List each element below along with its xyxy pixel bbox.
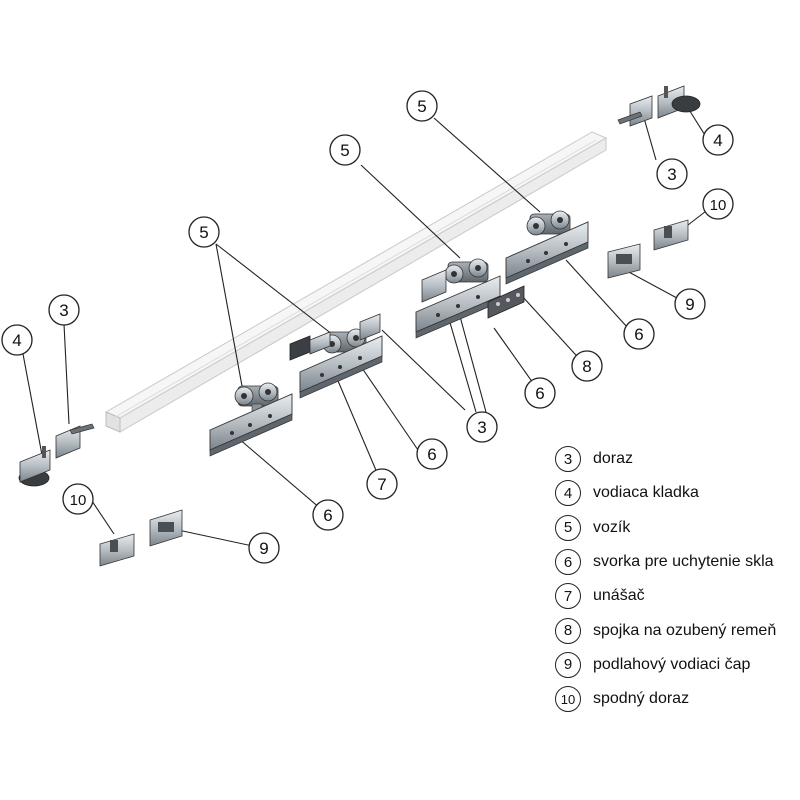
callout-3-right: 3	[656, 158, 688, 190]
legend-item-3: 3 doraz	[555, 442, 776, 476]
svg-text:5: 5	[417, 97, 426, 116]
guide-roller-right	[657, 85, 701, 119]
svg-text:10: 10	[710, 197, 727, 214]
callout-4-right: 4	[702, 124, 734, 156]
svg-text:3: 3	[59, 301, 68, 320]
svg-text:6: 6	[323, 506, 332, 525]
carriage-right-lower	[444, 258, 489, 284]
legend-number: 3	[555, 446, 581, 473]
callout-10-right: 10	[702, 188, 734, 220]
svg-text:7: 7	[377, 475, 386, 494]
legend-number: 10	[555, 686, 581, 713]
callout-9-right: 9	[674, 288, 706, 320]
stop-part-right	[421, 269, 447, 303]
callout-5-right: 5	[406, 90, 438, 122]
legend-item-6: 6 svorka pre uchytenie skla	[555, 545, 776, 579]
legend-item-8: 8 spojka na ozubený remeň	[555, 613, 776, 647]
legend-number: 5	[555, 514, 581, 541]
callout-3-middle: 3	[466, 411, 498, 443]
callout-10-left: 10	[62, 483, 94, 515]
callout-6-middle: 6	[416, 438, 448, 470]
svg-text:6: 6	[535, 384, 544, 403]
legend-number: 9	[555, 651, 581, 678]
svg-text:10: 10	[70, 492, 87, 509]
belt-coupling	[487, 285, 525, 319]
guide-roller-left	[18, 446, 51, 487]
callout-6-right-lower: 6	[524, 377, 556, 409]
legend-number: 4	[555, 480, 581, 507]
legend-label: unášač	[593, 587, 645, 605]
svg-text:6: 6	[427, 445, 436, 464]
svg-text:3: 3	[667, 165, 676, 184]
legend-number: 8	[555, 617, 581, 644]
callout-9-left: 9	[248, 532, 280, 564]
callout-6-left: 6	[312, 499, 344, 531]
leader-lines	[22, 107, 711, 549]
legend-number: 7	[555, 583, 581, 610]
legend-item-5: 5 vozík	[555, 511, 776, 545]
legend-item-7: 7 unášač	[555, 579, 776, 613]
legend-item-10: 10 spodný doraz	[555, 682, 776, 716]
floor-guide-left	[149, 509, 183, 547]
legend-label: spodný doraz	[593, 690, 690, 708]
carriage-right-upper	[526, 210, 571, 236]
callout-7: 7	[366, 468, 398, 500]
callout-5-left: 5	[188, 216, 220, 248]
glass-clamp-middle	[299, 335, 383, 399]
legend-label: vozík	[593, 518, 631, 536]
glass-clamp-left	[209, 393, 293, 457]
svg-text:4: 4	[713, 131, 722, 150]
legend-label: doraz	[593, 450, 634, 468]
legend-label: vodiaca kladka	[593, 484, 699, 502]
callout-5-middle: 5	[329, 134, 361, 166]
legend-item-4: 4 vodiaca kladka	[555, 476, 776, 510]
aluminium-rail	[104, 131, 608, 433]
svg-text:3: 3	[477, 418, 486, 437]
callout-8: 8	[571, 350, 603, 382]
svg-text:9: 9	[259, 539, 268, 558]
bottom-stop-left	[99, 533, 135, 567]
callouts: 3 4 5 5 5 4 3 10 9 6 8 6 3 6 7 6 10 9	[1, 90, 734, 564]
legend-number: 6	[555, 549, 581, 576]
callout-6-right: 6	[623, 318, 655, 350]
end-stop-left	[55, 423, 95, 459]
legend-label: svorka pre uchytenie skla	[593, 553, 774, 571]
bottom-stop-right	[653, 219, 689, 251]
glass-clamp-right-lower	[415, 275, 501, 339]
callout-3-left: 3	[48, 294, 80, 326]
legend: 3 doraz 4 vodiaca kladka 5 vozík 6 svorka pr…	[555, 442, 776, 716]
legend-label: podlahový vodiaci čap	[593, 655, 751, 673]
floor-guide-right	[607, 243, 641, 279]
legend-label: spojka na ozubený remeň	[593, 621, 777, 639]
driver-part	[289, 331, 331, 361]
svg-text:9: 9	[685, 295, 694, 314]
stop-part-middle	[359, 313, 381, 341]
legend-item-9: 9 podlahový vodiaci čap	[555, 648, 776, 682]
glass-clamp-right-upper	[505, 221, 589, 285]
svg-text:4: 4	[12, 331, 21, 350]
svg-text:5: 5	[199, 223, 208, 242]
svg-text:8: 8	[582, 357, 591, 376]
callout-4-left: 4	[1, 324, 33, 356]
svg-text:6: 6	[634, 325, 643, 344]
end-stop-right	[617, 95, 653, 127]
svg-text:5: 5	[340, 141, 349, 160]
